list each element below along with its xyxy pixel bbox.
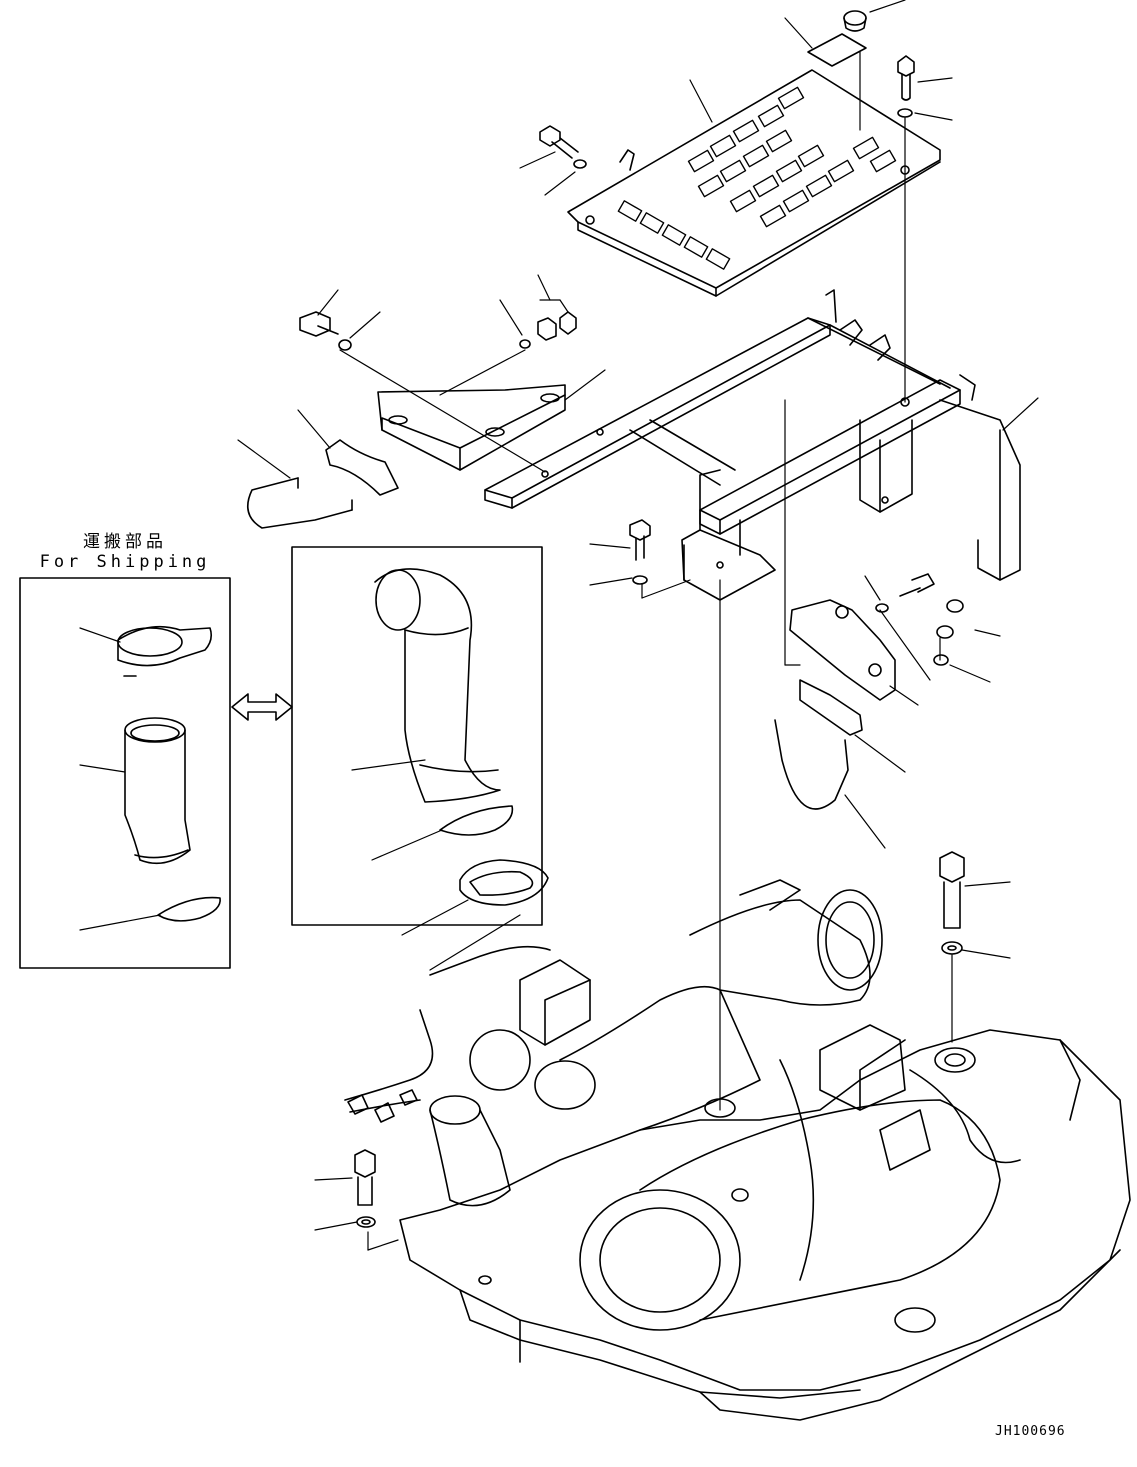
double-arrow-icon (231, 693, 293, 721)
engine-assembly (344, 879, 1131, 1421)
hardware-top (539, 55, 915, 169)
shipping-label-japanese: 運搬部品 (83, 532, 167, 552)
shipping-box (19, 577, 231, 969)
right-bracket (629, 519, 964, 810)
duct-box (291, 546, 543, 926)
reference-code: JH100696 (995, 1424, 1066, 1439)
hardware-bottom-left (354, 1149, 376, 1228)
leader-lines (79, 0, 1039, 1251)
cover-plate (567, 69, 941, 297)
air-filter (459, 859, 549, 906)
hardware-bottom-right (939, 851, 965, 955)
shipping-label-english: For Shipping (39, 552, 211, 572)
small-cover-plate (807, 10, 867, 67)
main-frame (484, 289, 1021, 601)
left-bracket (246, 311, 577, 529)
